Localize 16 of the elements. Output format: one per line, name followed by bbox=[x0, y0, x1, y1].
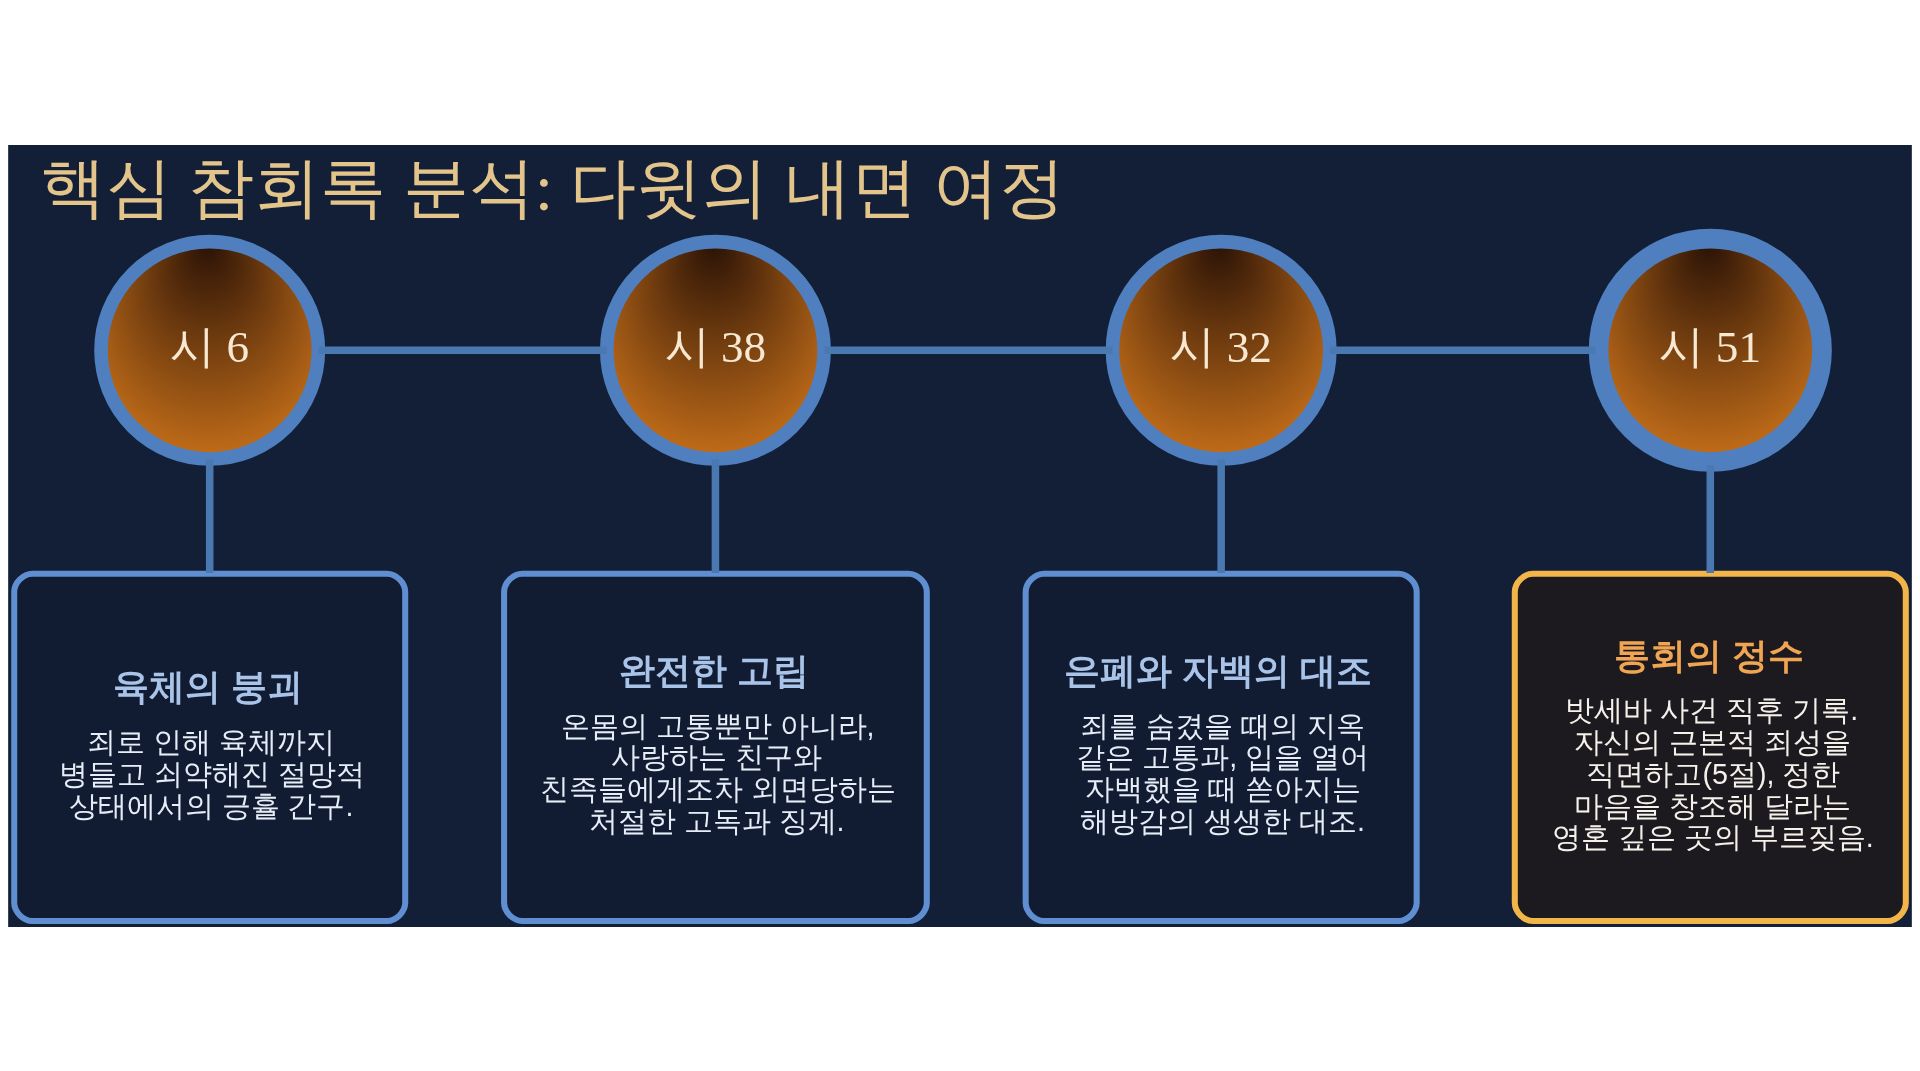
node-box: 은폐와 자백의 대조 죄를 숨겼을 때의 지옥 같은 고통과, 입을 열어 자백했을 때 쏟아지는 해방감의 생생한 대조. bbox=[1022, 570, 1420, 924]
node-box: 완전한 고립 온몸의 고통뿐만 아니라, 사랑하는 친구와 친족들에게조차 외면당하는 처절한 고독과 징계. bbox=[501, 570, 930, 924]
connector bbox=[1706, 464, 1715, 573]
connector bbox=[1217, 459, 1225, 573]
diagram-title: 핵심 참회록 분석: 다윗의 내면 여정 bbox=[39, 150, 1066, 224]
connector bbox=[711, 459, 720, 573]
node-box: 통회의 정수 밧세바 사건 직후 기록. 자신의 근본적 죄성을 직면하고(5절), 정한 마음을 창조해 달라는 영혼 깊은 곳의 부르짖음. bbox=[1511, 570, 1909, 924]
node-box: 육체의 붕괴 죄로 인해 육체까지 병들고 쇠약해진 절망적 상태에서의 긍휼 간구. bbox=[11, 570, 409, 924]
connector bbox=[1330, 346, 1596, 354]
node-circle: 시 38 bbox=[599, 234, 831, 466]
connector bbox=[205, 459, 214, 573]
node-circle: 시 6 bbox=[94, 234, 326, 466]
node-circle: 시 32 bbox=[1105, 234, 1337, 466]
connector bbox=[824, 346, 1113, 354]
node-circle: 시 51 bbox=[1588, 228, 1832, 472]
connector bbox=[318, 346, 607, 354]
